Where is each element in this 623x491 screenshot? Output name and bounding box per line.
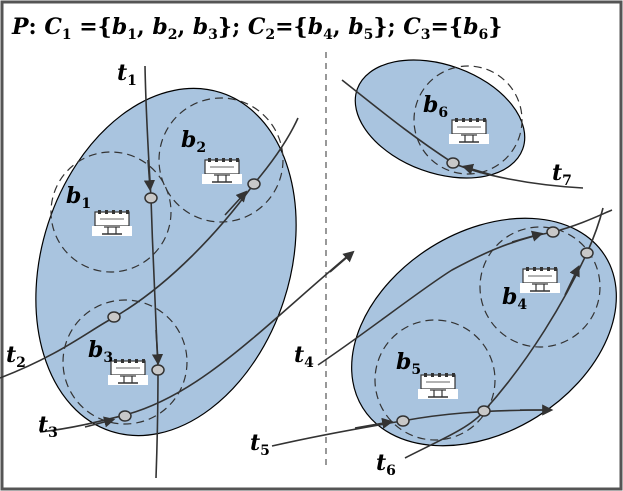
station-icon-b4 xyxy=(520,267,560,293)
point-t1-b3 xyxy=(151,364,165,376)
arrow-t6 xyxy=(564,264,580,296)
trajectories xyxy=(0,65,613,479)
coverage-b2 xyxy=(158,97,284,223)
point-t2-b3 xyxy=(107,311,121,323)
point-t3-b3 xyxy=(118,410,132,422)
label-t2: t2 xyxy=(6,342,26,371)
traj-t1 xyxy=(144,65,159,479)
traj-t2 xyxy=(0,117,299,379)
station-icon-b6 xyxy=(449,118,489,144)
label-t3: t3 xyxy=(38,412,58,441)
sample-points xyxy=(107,157,594,427)
arrow-t1b xyxy=(151,329,164,366)
point-t1-b1 xyxy=(144,192,158,204)
station-icon-b2 xyxy=(202,158,242,184)
station-icon-b1 xyxy=(92,210,132,236)
station-icons xyxy=(92,118,560,399)
coverage-b4 xyxy=(479,226,601,348)
coverage-b1 xyxy=(50,151,172,273)
point-t6-b4 xyxy=(580,247,594,259)
arrow-t3a xyxy=(84,416,116,428)
station-icon-b5 xyxy=(418,373,458,399)
point-t2-b2 xyxy=(247,178,261,190)
point-t7-b6 xyxy=(446,157,460,169)
traj-t6 xyxy=(404,207,604,459)
point-t6-b5 xyxy=(477,405,491,417)
label-b5: b5 xyxy=(396,349,421,378)
point-t4-b4 xyxy=(546,226,560,238)
label-t4: t4 xyxy=(294,342,314,371)
arrow-t3b xyxy=(329,250,355,273)
arrow-t4 xyxy=(511,230,544,243)
arrowheads xyxy=(84,159,580,429)
label-t5: t5 xyxy=(250,430,270,459)
traj-t4 xyxy=(317,209,613,366)
title-sep: : xyxy=(29,14,45,40)
station-labels: b1 b2 b3 b4 b5 b6 xyxy=(66,92,527,378)
trajectory-labels: t1 t2 t3 t4 t5 t6 t7 xyxy=(6,60,572,479)
label-t7: t7 xyxy=(552,160,572,189)
label-b2: b2 xyxy=(181,127,206,156)
arrow-t1a xyxy=(143,159,156,192)
traj-t3 xyxy=(39,253,351,433)
station-icon-b3 xyxy=(108,359,148,385)
label-t6: t6 xyxy=(376,450,396,479)
label-b3: b3 xyxy=(88,337,113,366)
cluster-c2 xyxy=(351,217,617,447)
cluster-c1 xyxy=(35,87,297,437)
label-b6: b6 xyxy=(423,92,448,121)
arrow-t5a xyxy=(354,417,394,429)
arrow-t7 xyxy=(461,163,493,176)
arrow-t2 xyxy=(224,190,248,216)
label-t1: t1 xyxy=(117,60,137,89)
label-b4: b4 xyxy=(502,284,527,313)
cluster-c3 xyxy=(354,59,526,179)
label-b1: b1 xyxy=(66,183,91,212)
title-prefix: P xyxy=(11,14,30,40)
coverage-b3 xyxy=(62,299,188,425)
coverage-b5 xyxy=(374,319,496,441)
title-text: P: C1 ={b1, b2, b3}; C2={b4, b5}; C3={b6… xyxy=(11,14,502,43)
point-t5-b5 xyxy=(396,415,410,427)
